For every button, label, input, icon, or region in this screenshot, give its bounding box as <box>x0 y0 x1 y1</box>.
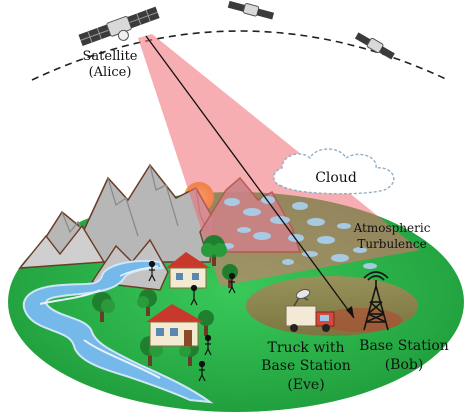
cloud <box>273 148 395 195</box>
link-line <box>145 35 355 319</box>
people <box>148 260 236 382</box>
signal-beam <box>138 34 420 286</box>
turbulence <box>222 196 377 269</box>
label-base-role: (Bob) <box>385 357 424 373</box>
label-turbulence-2: Turbulence <box>357 237 426 251</box>
label-truck-role: (Eve) <box>287 377 324 393</box>
house-2 <box>146 304 204 347</box>
tower-bob <box>363 271 389 331</box>
satellite-3 <box>354 32 395 60</box>
label-cloud: Cloud <box>315 170 357 186</box>
link-arrowhead <box>346 306 354 318</box>
label-base-1: Base Station <box>359 338 449 354</box>
label-truck-1: Truck with <box>268 340 345 356</box>
satellite-2 <box>227 0 275 20</box>
satellite-alice <box>78 6 160 47</box>
river <box>22 260 214 404</box>
label-turbulence-1: Atmospheric <box>353 221 431 235</box>
truck-eve <box>285 289 335 332</box>
orbit-arc <box>31 30 449 81</box>
house-1 <box>166 252 210 289</box>
label-truck-2: Base Station <box>261 358 351 374</box>
label-satellite-title: Satellite <box>83 49 138 64</box>
label-satellite-role: (Alice) <box>89 65 132 80</box>
